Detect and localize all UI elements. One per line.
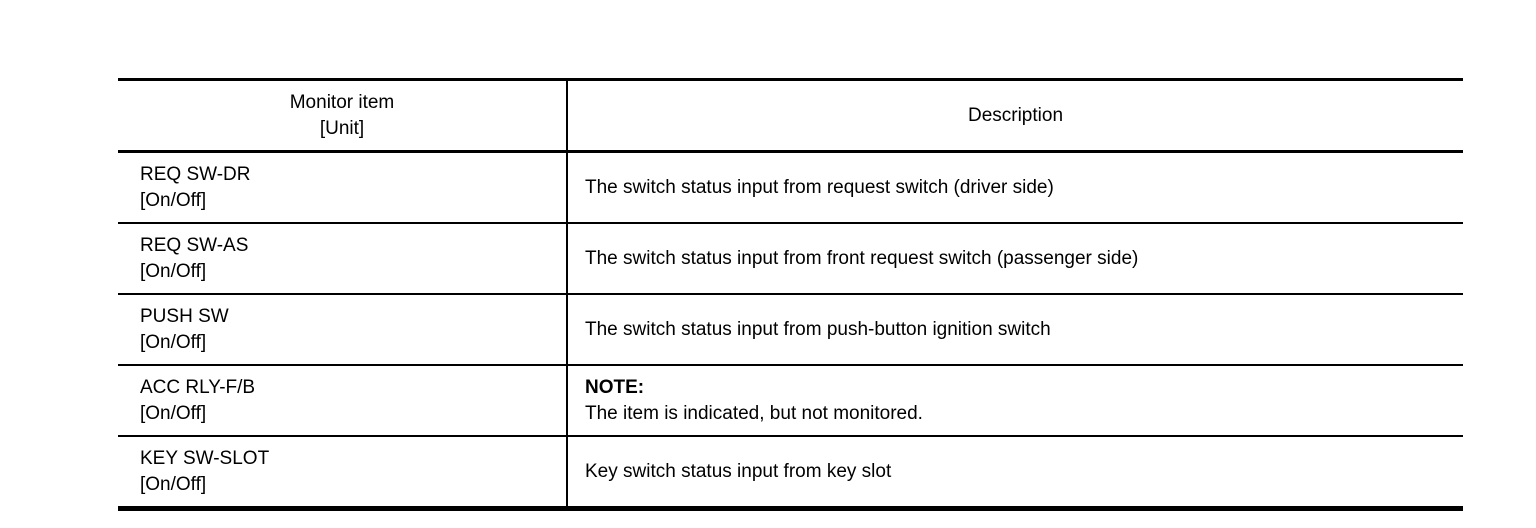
- description-text: The switch status input from request swi…: [585, 176, 1054, 198]
- description-text: The item is indicated, but not monitored…: [585, 402, 923, 424]
- note-label: NOTE:: [585, 376, 645, 398]
- monitor-item-name: REQ SW-DR: [140, 163, 251, 185]
- monitor-item-name: REQ SW-AS: [140, 234, 249, 256]
- description-text: The switch status input from push-button…: [585, 318, 1051, 340]
- table-row: KEY SW-SLOT [On/Off] Key switch status i…: [118, 437, 1463, 506]
- description-text: Key switch status input from key slot: [585, 460, 892, 482]
- monitor-item-unit: [On/Off]: [140, 473, 207, 495]
- description-cell: The switch status input from front reque…: [568, 224, 1463, 293]
- table-row: ACC RLY-F/B [On/Off] NOTE: The item is i…: [118, 366, 1463, 437]
- header-description: Description: [568, 81, 1463, 150]
- header-monitor-item: Monitor item [Unit]: [118, 81, 568, 150]
- monitor-item-cell: REQ SW-DR [On/Off]: [118, 153, 568, 222]
- monitor-item-unit: [On/Off]: [140, 260, 207, 282]
- header-monitor-item-line1: Monitor item: [289, 91, 395, 113]
- monitor-item-unit: [On/Off]: [140, 189, 207, 211]
- description-cell: Key switch status input from key slot: [568, 437, 1463, 506]
- monitor-item-cell: REQ SW-AS [On/Off]: [118, 224, 568, 293]
- monitor-item-cell: PUSH SW [On/Off]: [118, 295, 568, 364]
- header-description-label: Description: [967, 104, 1064, 126]
- table-row: PUSH SW [On/Off] The switch status input…: [118, 295, 1463, 366]
- monitor-item-name: KEY SW-SLOT: [140, 447, 270, 469]
- monitor-item-table: Monitor item [Unit] Description REQ SW-D…: [118, 78, 1463, 511]
- table-header-row: Monitor item [Unit] Description: [118, 81, 1463, 153]
- monitor-item-cell: KEY SW-SLOT [On/Off]: [118, 437, 568, 506]
- monitor-item-unit: [On/Off]: [140, 402, 207, 424]
- monitor-item-name: PUSH SW: [140, 305, 229, 327]
- table-row: REQ SW-AS [On/Off] The switch status inp…: [118, 224, 1463, 295]
- monitor-item-name: ACC RLY-F/B: [140, 376, 256, 398]
- header-monitor-item-line2: [Unit]: [319, 117, 365, 139]
- monitor-item-unit: [On/Off]: [140, 331, 207, 353]
- monitor-item-cell: ACC RLY-F/B [On/Off]: [118, 366, 568, 435]
- description-text: The switch status input from front reque…: [585, 247, 1139, 269]
- description-cell: The switch status input from push-button…: [568, 295, 1463, 364]
- table-row: REQ SW-DR [On/Off] The switch status inp…: [118, 153, 1463, 224]
- description-cell: The switch status input from request swi…: [568, 153, 1463, 222]
- description-cell: NOTE: The item is indicated, but not mon…: [568, 366, 1463, 435]
